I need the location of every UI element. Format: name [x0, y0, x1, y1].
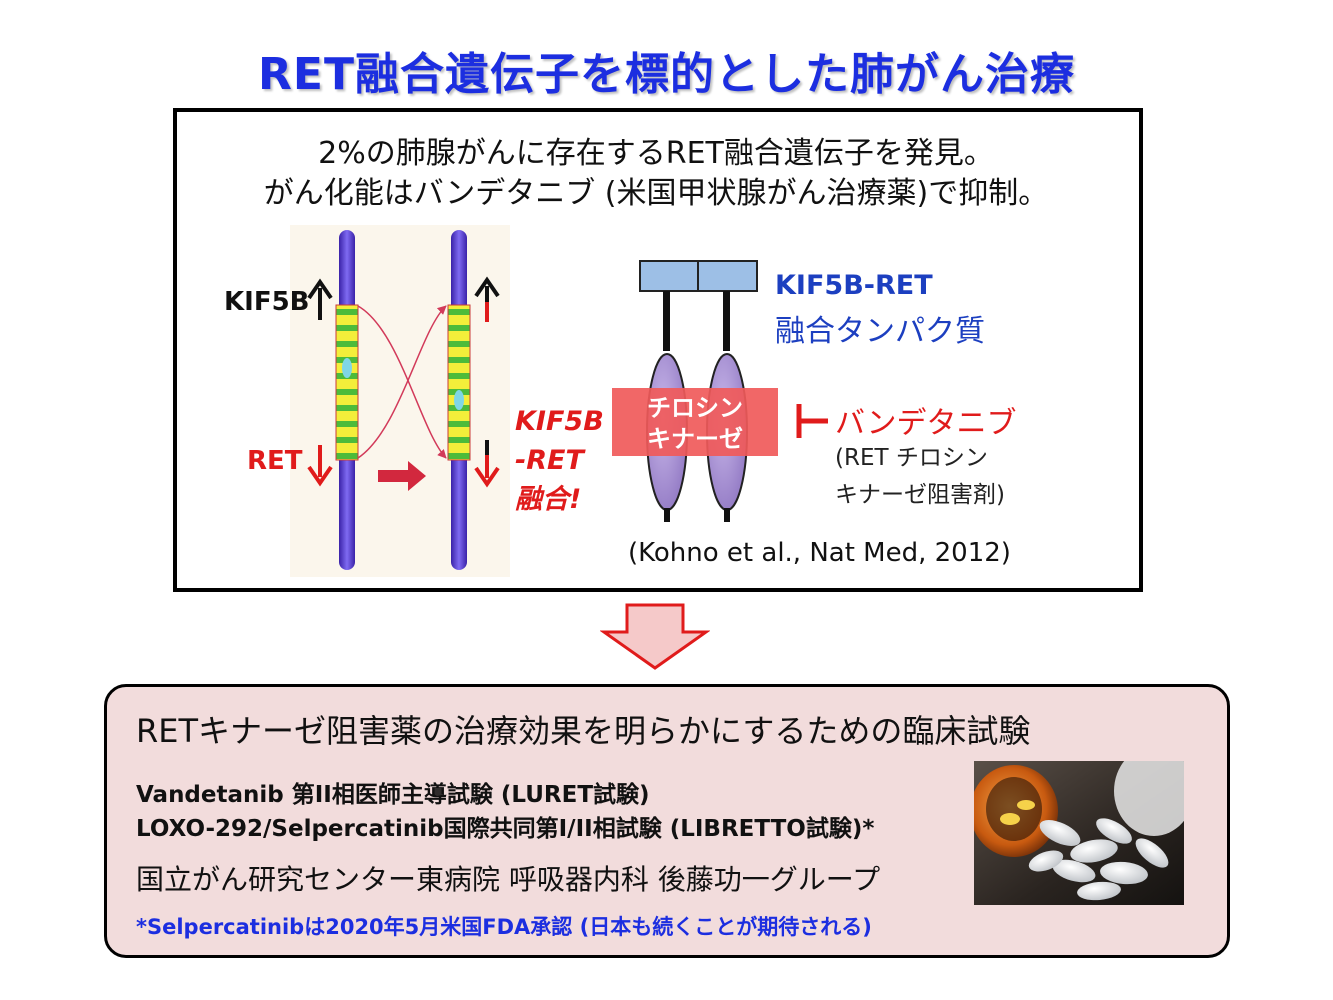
- transform-arrow: [378, 461, 426, 491]
- fused-up-arrow: [474, 276, 500, 322]
- drug-desc-line-1: (RET チロシン: [835, 445, 988, 471]
- fusion-label-line-3: 融合!: [515, 484, 582, 515]
- kinase-label-line-2: キナーゼ: [647, 425, 743, 453]
- fusion-label-line-1: KIF5B: [515, 406, 604, 437]
- pills: [1028, 818, 1169, 901]
- ret-down-arrow: [307, 445, 333, 487]
- drug-description: (RET チロシン キナーゼ阻害剤): [835, 440, 1005, 514]
- fda-note: *Selpercatinibは2020年5月米国FDA承認 (日本も続くことが期…: [136, 915, 872, 939]
- kif5b-up-arrow: [307, 278, 333, 320]
- chromosome-panel: [290, 225, 510, 577]
- inhibition-bar: [796, 404, 828, 438]
- chromosome-fused: [447, 230, 471, 570]
- trial-luret: Vandetanib 第II相医師主導試験 (LURET試験): [136, 782, 650, 808]
- kinase-label: チロシン キナーゼ: [612, 393, 778, 455]
- trial-libretto: LOXO-292/Selpercatinib国際共同第I/II相試験 (LIBR…: [136, 816, 875, 842]
- chromosome-original: [335, 230, 359, 570]
- protein-subtitle: 融合タンパク質: [775, 314, 985, 349]
- fusion-label-line-2: -RET: [515, 445, 584, 476]
- intro-line-1: 2%の肺腺がんに存在するRET融合遺伝子を発見。: [318, 136, 994, 171]
- page-title: RET融合遺伝子を標的とした肺がん治療: [258, 49, 1075, 100]
- research-group: 国立がん研究センター東病院 呼吸器内科 後藤功一グループ: [136, 863, 881, 896]
- kinase-domain-band: [612, 388, 778, 456]
- kinase-label-line-1: チロシン: [647, 394, 743, 422]
- fused-down-arrow: [474, 440, 500, 488]
- trials-heading: RETキナーゼ阻害薬の治療効果を明らかにするための臨床試験: [136, 712, 1031, 750]
- bottle-cap: [1114, 761, 1184, 836]
- drug-desc-line-2: キナーゼ阻害剤): [835, 482, 1005, 508]
- protein-name: KIF5B-RET: [775, 270, 933, 301]
- down-arrow-icon: [600, 603, 710, 670]
- drug-name: バンデタニブ: [835, 406, 1017, 441]
- fusion-protein: [612, 260, 778, 522]
- citation: (Kohno et al., Nat Med, 2012): [628, 538, 1011, 568]
- ret-label: RET: [247, 446, 303, 476]
- fusion-label: KIF5B -RET 融合!: [515, 402, 604, 519]
- pill-bottle-photo: [974, 761, 1184, 905]
- kif5b-label: KIF5B: [224, 287, 310, 317]
- intro-line-2: がん化能はバンデタニブ (米国甲状腺がん治療薬)で抑制。: [263, 176, 1049, 211]
